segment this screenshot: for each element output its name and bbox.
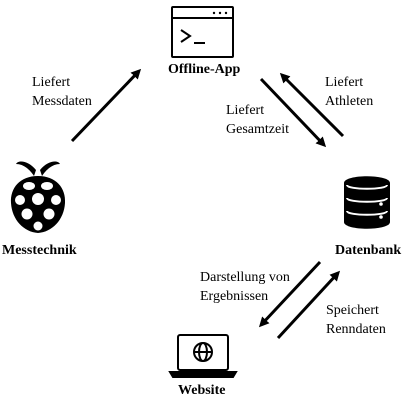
terminal-window-icon xyxy=(171,6,234,58)
node-label-website: Website xyxy=(178,383,226,398)
database-icon xyxy=(344,176,390,229)
arrow-website-to-datenbank xyxy=(276,270,341,340)
edge-label-line: Athleten xyxy=(325,94,374,109)
edge-label-line: Liefert xyxy=(226,103,265,118)
node-label-offline-app: Offline-App xyxy=(168,62,241,77)
node-label-messtechnik: Messtechnik xyxy=(2,243,77,258)
arrow-app-to-datenbank xyxy=(259,77,327,148)
edge-label-line: Speichert xyxy=(326,303,379,318)
edge-label-website-to-datenbank: Speichert Renndaten xyxy=(326,301,386,339)
edge-label-datenbank-to-app: Liefert Athleten xyxy=(325,73,373,111)
raspberry-pi-icon xyxy=(10,161,66,233)
edge-label-line: Liefert xyxy=(325,75,364,90)
arrow-datenbank-to-website xyxy=(258,260,322,328)
node-label-datenbank: Datenbank xyxy=(335,243,402,258)
edge-label-app-to-datenbank: Liefert Gesamtzeit xyxy=(226,101,289,139)
edge-label-line: Liefert xyxy=(32,75,71,90)
edge-label-line: Darstellung von xyxy=(200,270,290,285)
edge-label-line: Renndaten xyxy=(326,322,386,337)
arrow-datenbank-to-app xyxy=(279,72,345,138)
edge-label-messtechnik-to-app: Liefert Messdaten xyxy=(32,73,92,111)
edge-label-datenbank-to-website: Darstellung von Ergebnissen xyxy=(200,268,290,306)
edge-label-line: Gesamtzeit xyxy=(226,122,289,137)
edge-label-line: Messdaten xyxy=(32,94,92,109)
edge-label-line: Ergebnissen xyxy=(200,289,269,304)
arrow-messtechnik-to-app xyxy=(70,68,142,143)
laptop-globe-icon xyxy=(168,334,238,378)
